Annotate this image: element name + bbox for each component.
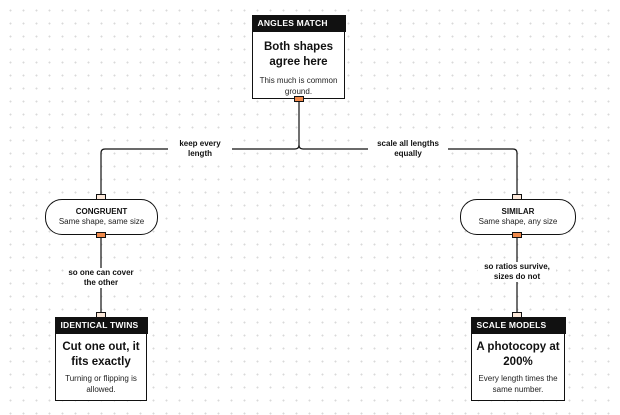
node-similar[interactable]: SIMILAR Same shape, any size bbox=[460, 199, 576, 235]
node-content: Cut one out, it fits exactly Turning or … bbox=[60, 340, 142, 395]
node-subtitle: Same shape, any size bbox=[478, 217, 558, 226]
node-title: Cut one out, it fits exactly bbox=[62, 341, 140, 368]
edge-label-ratios-survive: so ratios survive, sizes do not bbox=[478, 262, 556, 282]
node-body: Turning or flipping is allowed. bbox=[65, 374, 137, 394]
node-header: SCALE MODELS bbox=[470, 316, 566, 334]
node-subtitle: Same shape, same size bbox=[58, 217, 145, 226]
output-port[interactable] bbox=[96, 232, 106, 238]
edge-label-cover-other: so one can cover the other bbox=[66, 268, 136, 288]
node-title: SIMILAR bbox=[501, 207, 535, 216]
connector-root-to-similar bbox=[298, 144, 518, 195]
node-angles-match[interactable]: ANGLES MATCH Both shapes agree here This… bbox=[251, 14, 346, 99]
node-body: Every length times the same number. bbox=[478, 374, 558, 394]
node-content: Both shapes agree here This much is comm… bbox=[258, 40, 339, 97]
node-identical-twins[interactable]: IDENTICAL TWINS Cut one out, it fits exa… bbox=[54, 316, 148, 401]
edge-label-keep-every-length: keep every length bbox=[168, 139, 232, 159]
edge-label-scale-lengths: scale all lengths equally bbox=[368, 139, 448, 159]
node-scale-models[interactable]: SCALE MODELS A photocopy at 200% Every l… bbox=[470, 316, 566, 401]
node-congruent[interactable]: CONGRUENT Same shape, same size bbox=[45, 199, 158, 235]
node-title: Both shapes agree here bbox=[263, 41, 333, 68]
node-content: A photocopy at 200% Every length times t… bbox=[476, 340, 560, 395]
node-header: IDENTICAL TWINS bbox=[54, 316, 148, 334]
node-body: This much is common ground. bbox=[259, 76, 338, 96]
output-port[interactable] bbox=[512, 232, 522, 238]
node-title: CONGRUENT bbox=[75, 207, 128, 216]
output-port[interactable] bbox=[294, 96, 304, 102]
node-header: ANGLES MATCH bbox=[251, 14, 346, 32]
node-title: A photocopy at 200% bbox=[476, 341, 560, 368]
